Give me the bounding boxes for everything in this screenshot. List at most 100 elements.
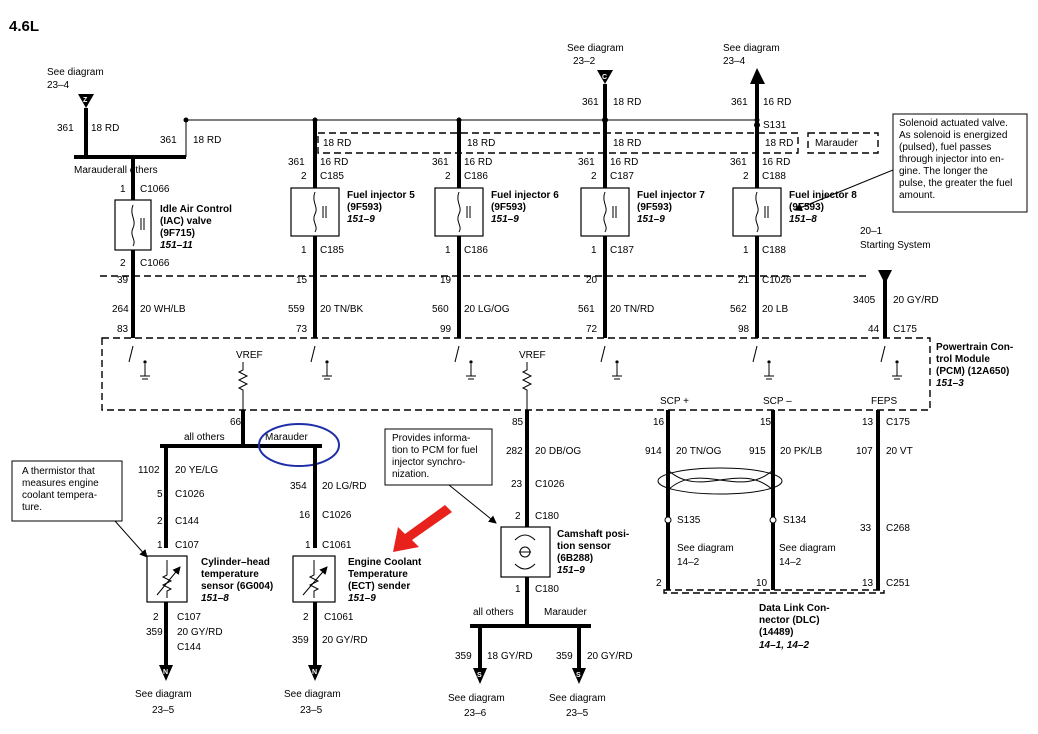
svg-text:1: 1	[515, 584, 521, 595]
svg-text:1: 1	[120, 184, 126, 195]
injector-body	[290, 187, 340, 237]
svg-text:C107: C107	[175, 540, 199, 551]
svg-text:15: 15	[760, 417, 772, 428]
wire-label: 18 RD	[323, 138, 351, 149]
svg-text:See diagram: See diagram	[723, 43, 780, 54]
svg-text:361: 361	[582, 97, 599, 108]
wire-label: 20 TN/RD	[610, 304, 654, 315]
svg-text:10: 10	[756, 578, 768, 589]
svg-text:C251: C251	[886, 578, 910, 589]
svg-text:20 DB/OG: 20 DB/OG	[535, 446, 581, 457]
svg-text:C1026: C1026	[535, 479, 565, 490]
pcm-switch-icon	[454, 345, 476, 380]
injector-part: (9F593)	[347, 202, 382, 213]
svg-text:See diagram: See diagram	[677, 543, 734, 554]
wire-label: 361	[288, 157, 305, 168]
injector-page: 151–9	[637, 214, 665, 225]
svg-text:14–1, 14–2: 14–1, 14–2	[759, 640, 809, 651]
svg-text:Powertrain Con-: Powertrain Con-	[936, 342, 1013, 353]
svg-text:151–11: 151–11	[160, 240, 193, 251]
pin-label: 1	[743, 245, 749, 256]
note-line: Solenoid actuated valve.	[899, 118, 1008, 129]
svg-text:23–5: 23–5	[300, 705, 323, 716]
pin-label: 19	[440, 275, 452, 286]
svg-text:Idle Air Control: Idle Air Control	[160, 204, 232, 215]
svg-text:23: 23	[511, 479, 523, 490]
svg-text:Cylinder–head: Cylinder–head	[201, 557, 270, 568]
svg-text:2: 2	[153, 612, 159, 623]
svg-text:C1026: C1026	[762, 275, 792, 286]
svg-text:39: 39	[117, 275, 129, 286]
pin-label: 15	[296, 275, 308, 286]
svg-text:C1066: C1066	[140, 184, 170, 195]
svg-text:359: 359	[146, 627, 163, 638]
svg-text:C1026: C1026	[322, 510, 352, 521]
iac-valve: 1 C1066 Idle Air Control (IAC) valve (9F…	[112, 184, 232, 338]
note-line: nization.	[392, 469, 429, 480]
cht-ect-branch: 66 all others Marauder 1102 20 YE/LG 5 C…	[135, 410, 452, 716]
svg-text:Engine Coolant: Engine Coolant	[348, 557, 422, 568]
svg-text:FEPS: FEPS	[871, 396, 897, 407]
svg-text:359: 359	[556, 651, 573, 662]
pcm-switch-icon	[880, 345, 902, 380]
pin-label: 2	[591, 171, 597, 182]
svg-text:C180: C180	[535, 584, 559, 595]
pin-label: 98	[738, 324, 750, 335]
svg-text:(6B288): (6B288)	[557, 553, 593, 564]
svg-text:23–6: 23–6	[464, 708, 487, 719]
svg-text:359: 359	[455, 651, 472, 662]
injector-page: 151–9	[347, 214, 375, 225]
note-line: (pulsed), fuel passes	[899, 142, 991, 153]
svg-text:5: 5	[157, 489, 163, 500]
svg-text:20 YE/LG: 20 YE/LG	[175, 465, 218, 476]
connector-label: C188	[762, 171, 786, 182]
svg-text:1102: 1102	[138, 465, 160, 476]
svg-text:C268: C268	[886, 523, 910, 534]
svg-text:VREF: VREF	[236, 350, 263, 361]
svg-text:S135: S135	[677, 515, 701, 526]
svg-text:361: 361	[731, 97, 748, 108]
marauder-dashed-box	[317, 132, 799, 154]
connector-label: C186	[464, 245, 488, 256]
svg-text:18 RD: 18 RD	[613, 97, 641, 108]
svg-text:83: 83	[117, 324, 129, 335]
pcm-switch-icon	[310, 345, 332, 380]
svg-text:151–9: 151–9	[557, 565, 585, 576]
connector-label: C187	[610, 245, 634, 256]
pin-label: 1	[591, 245, 597, 256]
svg-text:all others: all others	[117, 165, 158, 176]
svg-text:18 RD: 18 RD	[193, 135, 221, 146]
note-line: measures engine	[22, 478, 99, 489]
connector-label: C187	[610, 171, 634, 182]
red-arrow-icon	[393, 505, 452, 552]
note-line: gine. The longer the	[899, 166, 988, 177]
connector-label: C185	[320, 245, 344, 256]
svg-text:361: 361	[160, 135, 177, 146]
note-line: amount.	[899, 190, 935, 201]
svg-text:23–5: 23–5	[566, 708, 589, 719]
wire-label: 361	[432, 157, 449, 168]
svg-text:Marauder: Marauder	[74, 165, 117, 176]
injector-body	[580, 187, 630, 237]
svg-text:(IAC) valve: (IAC) valve	[160, 216, 212, 227]
svg-text:20 GY/RD: 20 GY/RD	[322, 635, 368, 646]
svg-text:14–2: 14–2	[779, 557, 802, 568]
note-line: injector synchro-	[392, 457, 465, 468]
cmp-sensor-branch: 85 282 20 DB/OG 23 C1026 2 C180 Camshaft…	[448, 410, 633, 719]
injector-part: (9F593)	[789, 202, 824, 213]
wire-label: 20 LG/OG	[464, 304, 510, 315]
svg-text:Marauder: Marauder	[544, 607, 587, 618]
supply-z: See diagram 23–4 Z 361 18 RD	[47, 67, 119, 156]
svg-text:Marauder: Marauder	[815, 138, 858, 149]
wire-label: 16 RD	[610, 157, 638, 168]
svg-text:Marauder: Marauder	[265, 432, 308, 443]
svg-text:See diagram: See diagram	[284, 689, 341, 700]
wire-label: 20 LB	[762, 304, 788, 315]
svg-text:C1066: C1066	[140, 258, 170, 269]
svg-text:20 WH/LB: 20 WH/LB	[140, 304, 186, 315]
svg-text:C144: C144	[175, 516, 199, 527]
